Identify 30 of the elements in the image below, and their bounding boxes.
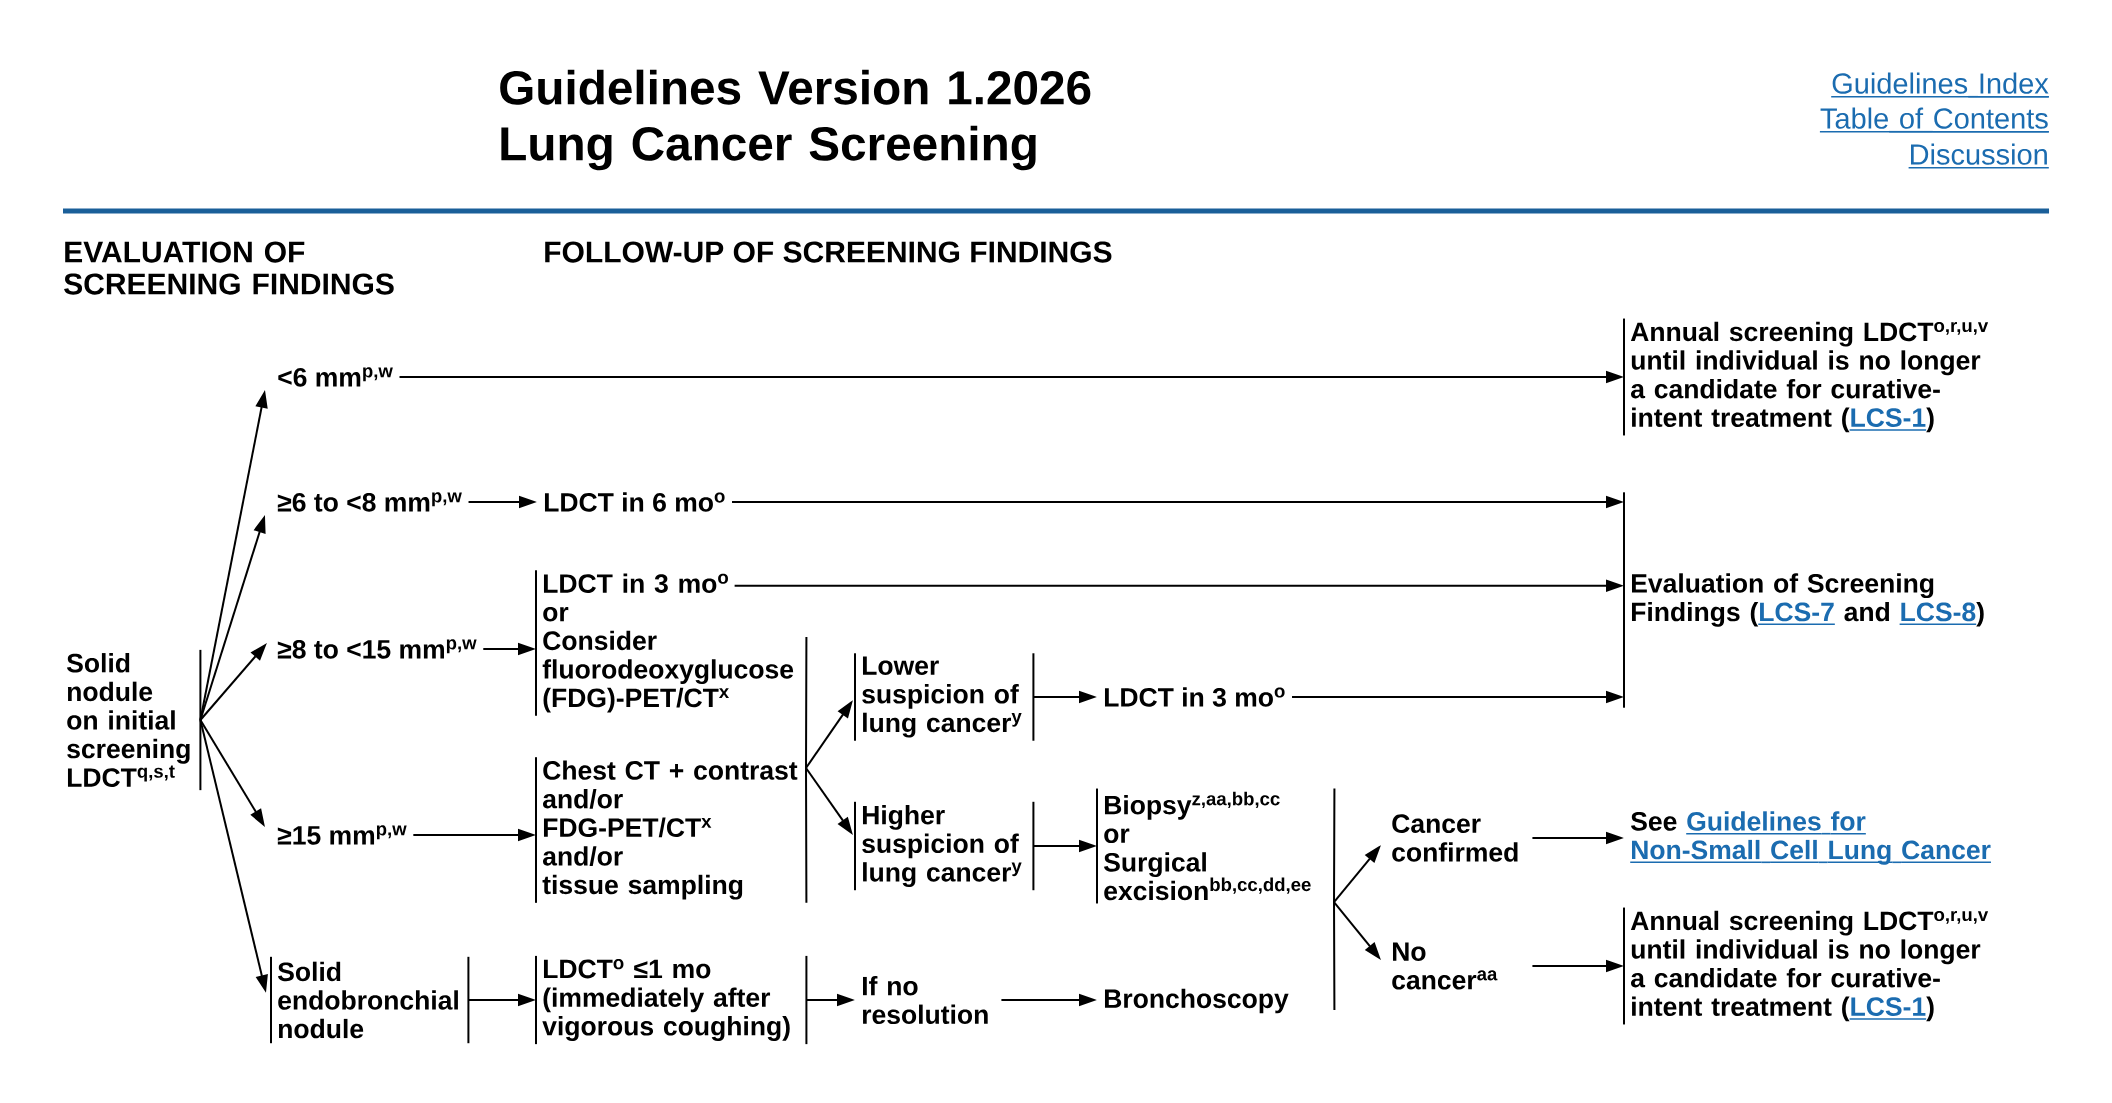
step-label: LDCT in 6 mo$^{o}$: [545, 492, 725, 512]
bracketed-step: Higher suspicion of lung cancer$^{y}$: [854, 800, 1035, 892]
bracketed-step: Biopsy$^{z,aa,bb,cc}$ or Surgical excision$^{bb,cc,dd,ee}$: [1096, 787, 1311, 905]
bracketed-step: Annual screening LDCT$^{o,r,u,v}$ until individual is no longer a candidate for curative-intent treatment (LCS-1): [1623, 906, 1989, 1026]
link: Guidelines Index: [1830, 72, 2050, 98]
step-label: ≥6 to <8 mm$^{p,w}$: [277, 492, 462, 512]
step-label: See Guidelines for Non-Small Cell Lung Cancer: [1629, 811, 1992, 865]
arrow: [1333, 787, 1381, 1011]
bracketed-step: Annual screening LDCT$^{o,r,u,v}$ until individual is no longer a candidate for curative-intent treatment (LCS-1): [1623, 317, 1989, 437]
step-label: Bronchoscopy: [1105, 988, 1289, 1014]
step-label: ≥8 to <15 mm$^{p,w}$: [277, 639, 477, 659]
bracketed-step: Lower suspicion of lung cancer$^{y}$: [854, 652, 1035, 742]
step-label: <6 mm$^{p,w}$: [278, 367, 393, 387]
bracketed-step: Solid nodule on initial screening LDCT$^{q,s,t}$: [66, 648, 202, 792]
bracketed-step: Solid endobronchial nodule: [270, 955, 470, 1045]
link: Table of Contents: [1819, 107, 2050, 133]
step-label: If no resolution: [862, 975, 988, 1025]
step-label: LDCT in 3 mo$^{o}$: [1105, 687, 1285, 707]
bracketed-step: Evaluation of Screening Findings (LCS-7 and LCS-8): [1623, 491, 1984, 709]
bracketed-step: LDCT$^{o}$ ≤1 mo (immediately after vigorous coughing): [535, 954, 808, 1046]
step-label: No cancer$^{aa}$: [1392, 942, 1498, 990]
step-label: Cancer confirmed: [1392, 814, 1518, 862]
title: Guidelines Version 1.2026 Lung Cancer Screening: [500, 69, 1091, 171]
section-heading: FOLLOW-UP OF SCREENING FINDINGS: [545, 241, 1112, 263]
step-label: ≥15 mm$^{p,w}$: [277, 825, 407, 845]
bracketed-step: Chest CT + contrast and/or FDG-PET/CT$^{x}$ and/or tissue sampling: [535, 756, 798, 904]
arrow: [805, 636, 853, 904]
section-heading: EVALUATION OF SCREENING FINDINGS: [64, 241, 394, 295]
bracketed-step: LDCT in 3 mo$^{o}$ or Consider fluorodeoxyglucose (FDG)-PET/CT$^{x}$: [535, 569, 794, 717]
link: Discussion: [1907, 143, 2050, 169]
